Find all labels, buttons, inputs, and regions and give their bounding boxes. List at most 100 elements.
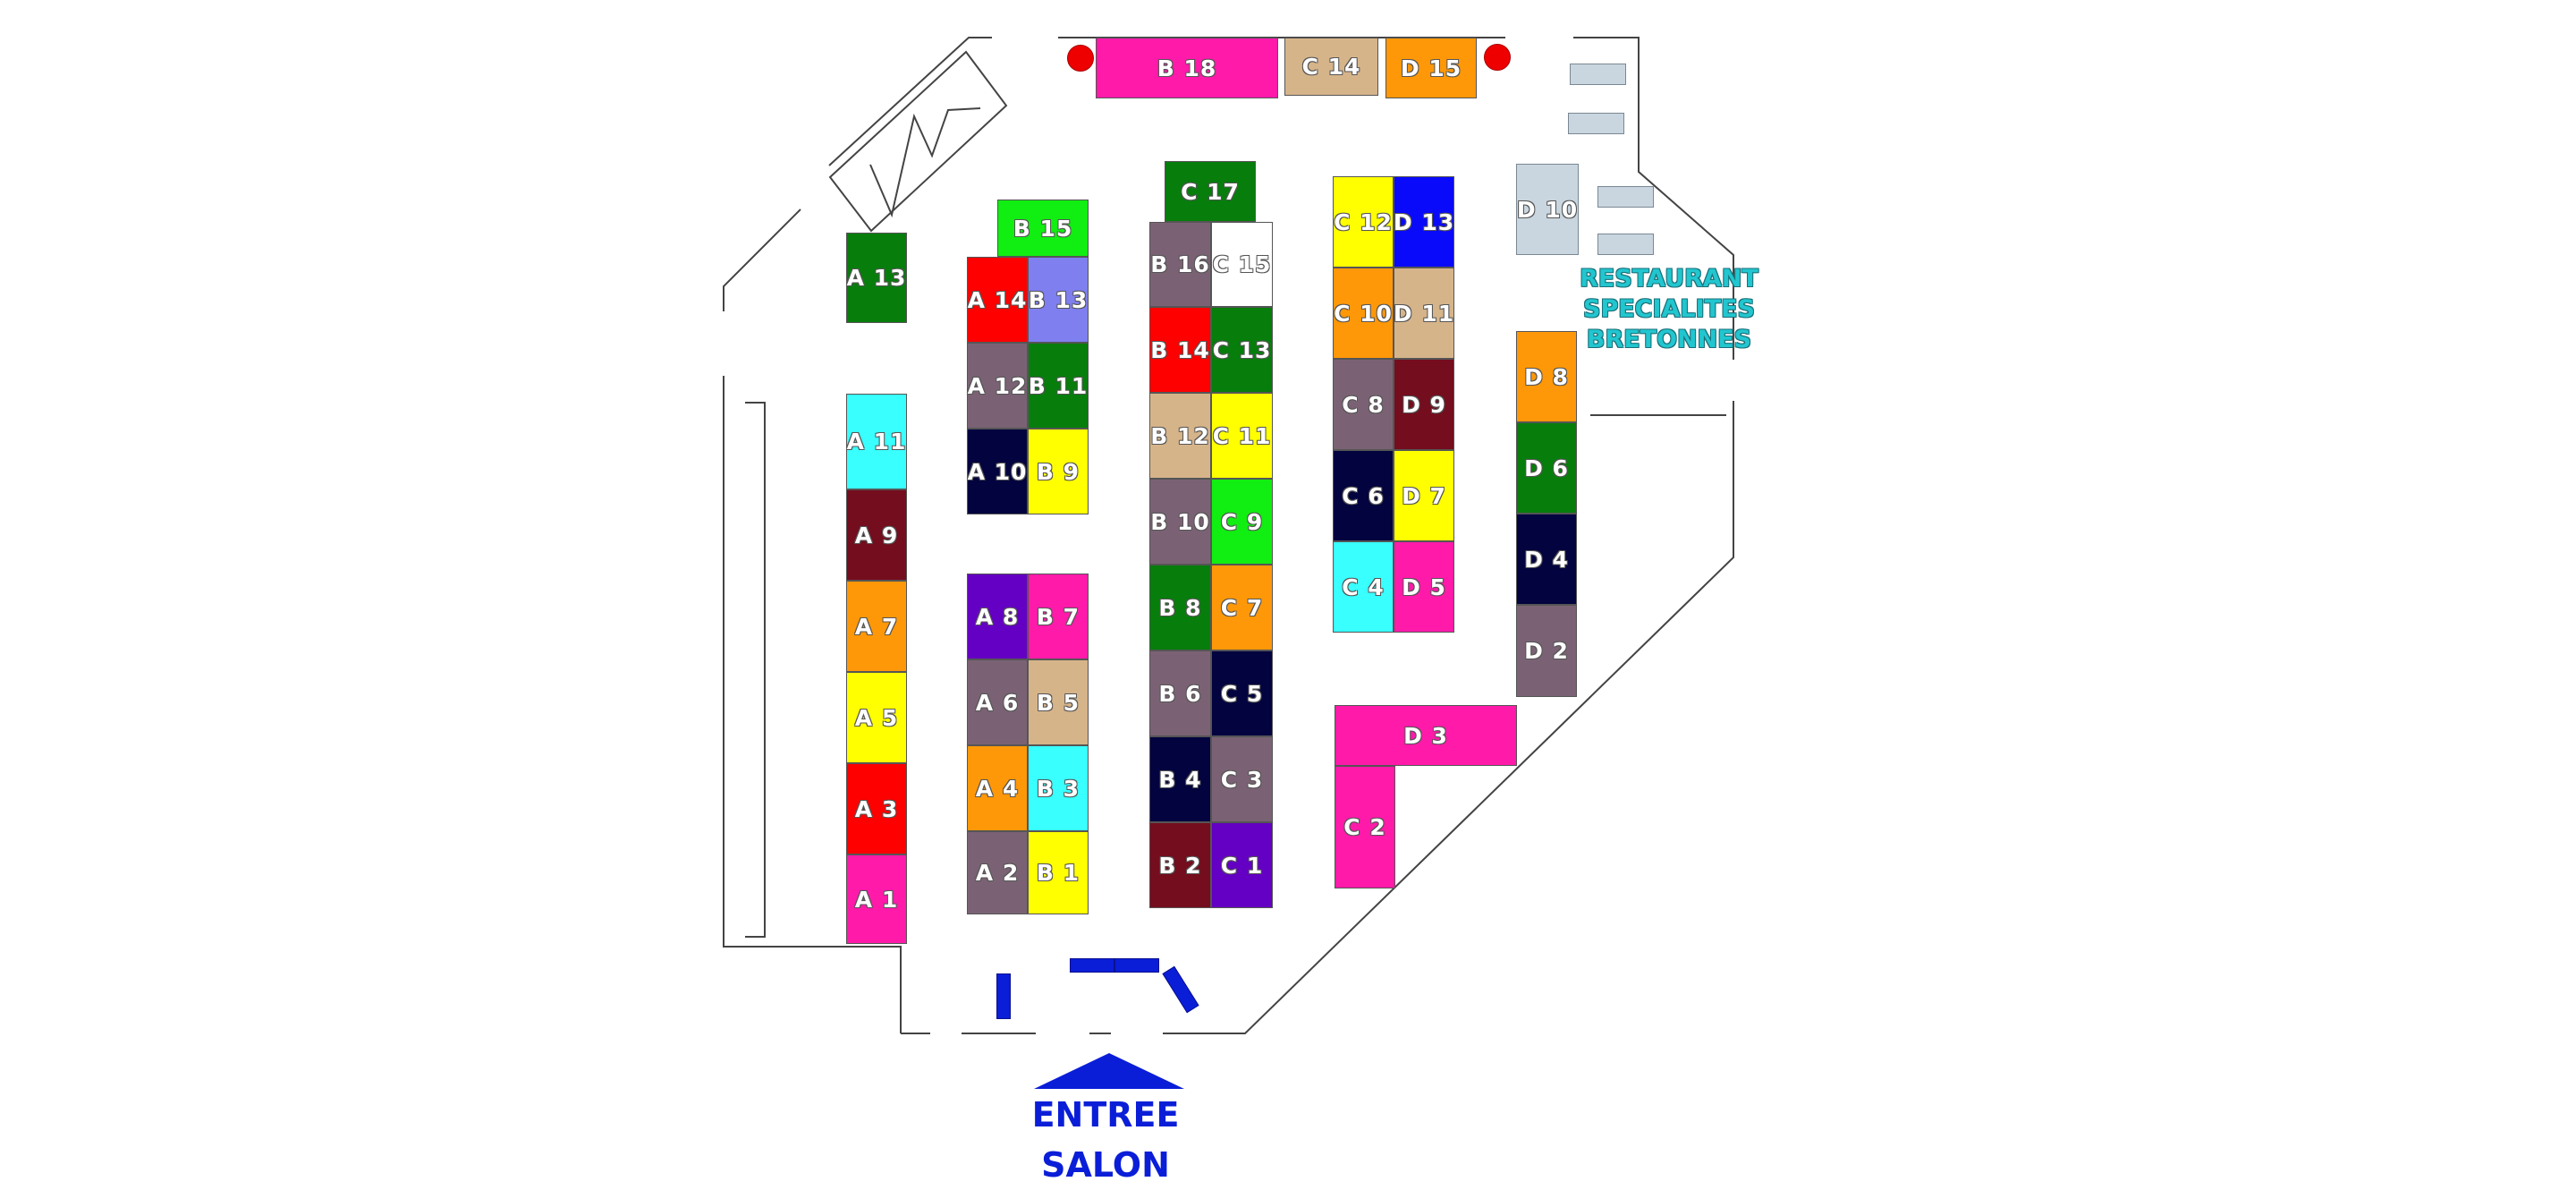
booth-c-5[interactable]: C 5: [1211, 650, 1273, 736]
booth-label: D 7: [1402, 482, 1446, 509]
booth-c-6[interactable]: C 6: [1333, 450, 1394, 541]
booth-label: C 14: [1301, 54, 1361, 80]
booth-d-6[interactable]: D 6: [1516, 422, 1577, 514]
booth-d-13[interactable]: D 13: [1394, 176, 1454, 268]
booth-label: B 6: [1158, 680, 1202, 707]
booth-b-1[interactable]: B 1: [1028, 831, 1089, 914]
booth-b-5[interactable]: B 5: [1028, 659, 1089, 745]
booth-label: B 3: [1036, 775, 1080, 802]
booth-b-14[interactable]: B 14: [1149, 307, 1211, 393]
booth-a-10[interactable]: A 10: [967, 429, 1028, 514]
booth-b-16[interactable]: B 16: [1149, 222, 1211, 307]
booth-a-5[interactable]: A 5: [846, 672, 907, 763]
booth-label: B 10: [1150, 508, 1210, 535]
booth-a-9[interactable]: A 9: [846, 489, 907, 581]
booth-d-11[interactable]: D 11: [1394, 268, 1454, 359]
booth-label: B 16: [1150, 251, 1210, 277]
booth-c-4[interactable]: C 4: [1333, 541, 1394, 633]
booth-d-7[interactable]: D 7: [1394, 450, 1454, 541]
booth-label: C 2: [1343, 814, 1386, 840]
restaurant-table: [1568, 113, 1624, 134]
booth-d-2[interactable]: D 2: [1516, 605, 1577, 697]
booth-label: A 8: [975, 603, 1020, 630]
booth-b-9[interactable]: B 9: [1028, 429, 1089, 514]
booth-c-12[interactable]: C 12: [1333, 176, 1394, 268]
booth-label: C 8: [1342, 391, 1385, 418]
booth-label: D 8: [1524, 363, 1569, 390]
booth-label: D 9: [1402, 391, 1446, 418]
booth-label: D 11: [1393, 300, 1455, 327]
booth-b-12[interactable]: B 12: [1149, 393, 1211, 479]
booth-c-8[interactable]: C 8: [1333, 359, 1394, 450]
booth-label: D 2: [1524, 638, 1569, 664]
booth-c-7[interactable]: C 7: [1211, 565, 1273, 650]
booth-c-10[interactable]: C 10: [1333, 268, 1394, 359]
booth-label: C 17: [1181, 178, 1240, 205]
booth-b-13[interactable]: B 13: [1028, 257, 1089, 343]
booth-d-4[interactable]: D 4: [1516, 514, 1577, 605]
booth-label: C 11: [1212, 422, 1272, 449]
booth-label: B 11: [1028, 372, 1089, 399]
booth-a-4[interactable]: A 4: [967, 745, 1028, 831]
booth-a-14[interactable]: A 14: [967, 257, 1028, 343]
booth-d-5[interactable]: D 5: [1394, 541, 1454, 633]
restaurant-label-line: RESTAURANT: [1580, 265, 1758, 293]
booth-label: D 3: [1403, 722, 1448, 749]
booth-c-14[interactable]: C 14: [1284, 38, 1378, 96]
booth-label: B 8: [1158, 594, 1202, 621]
booth-c-1[interactable]: C 1: [1211, 822, 1273, 908]
booth-label: A 6: [975, 689, 1020, 716]
entrance-barrier: [1070, 958, 1114, 973]
booth-b-4[interactable]: B 4: [1149, 736, 1211, 822]
booth-d-15[interactable]: D 15: [1385, 38, 1477, 98]
booth-b-18[interactable]: B 18: [1096, 38, 1278, 98]
booth-c-9[interactable]: C 9: [1211, 479, 1273, 565]
booth-d-9[interactable]: D 9: [1394, 359, 1454, 450]
booth-a-12[interactable]: A 12: [967, 343, 1028, 429]
booth-label: B 13: [1028, 286, 1089, 313]
booth-a-6[interactable]: A 6: [967, 659, 1028, 745]
booth-a-13[interactable]: A 13: [846, 233, 907, 323]
booth-b-11[interactable]: B 11: [1028, 343, 1089, 429]
booth-label: C 13: [1212, 336, 1272, 363]
booth-a-2[interactable]: A 2: [967, 831, 1028, 914]
fire-extinguisher-marker: [1067, 45, 1094, 72]
booth-c-2[interactable]: C 2: [1335, 766, 1395, 888]
booth-label: A 7: [854, 613, 899, 640]
booth-label: A 9: [854, 522, 899, 548]
booth-c-15[interactable]: C 15: [1211, 222, 1273, 307]
booth-label: A 11: [846, 429, 907, 455]
restaurant-label-line: BRETONNES: [1586, 326, 1752, 353]
booth-a-7[interactable]: A 7: [846, 581, 907, 672]
restaurant-label-line: SPECIALITES: [1583, 295, 1755, 323]
fire-extinguisher-marker: [1484, 44, 1511, 71]
booth-label: C 5: [1220, 680, 1264, 707]
booth-d-10[interactable]: D 10: [1516, 164, 1579, 255]
booth-a-8[interactable]: A 8: [967, 574, 1028, 659]
booth-a-3[interactable]: A 3: [846, 763, 907, 854]
booth-b-6[interactable]: B 6: [1149, 650, 1211, 736]
booth-label: D 13: [1393, 208, 1455, 235]
booth-label: D 5: [1402, 574, 1446, 600]
booth-label: C 9: [1220, 508, 1264, 535]
booth-c-17[interactable]: C 17: [1165, 161, 1256, 222]
booth-b-2[interactable]: B 2: [1149, 822, 1211, 908]
booth-label: B 18: [1157, 55, 1217, 81]
booth-b-3[interactable]: B 3: [1028, 745, 1089, 831]
booth-label: C 1: [1220, 852, 1264, 879]
booth-label: B 7: [1036, 603, 1080, 630]
booth-label: B 9: [1036, 458, 1080, 485]
booth-b-7[interactable]: B 7: [1028, 574, 1089, 659]
booth-b-10[interactable]: B 10: [1149, 479, 1211, 565]
booth-c-11[interactable]: C 11: [1211, 393, 1273, 479]
booth-d-8[interactable]: D 8: [1516, 331, 1577, 422]
booth-label: C 3: [1220, 766, 1264, 793]
restaurant-table: [1570, 64, 1626, 85]
booth-c-3[interactable]: C 3: [1211, 736, 1273, 822]
booth-a-11[interactable]: A 11: [846, 394, 907, 489]
booth-c-13[interactable]: C 13: [1211, 307, 1273, 393]
booth-d-3[interactable]: D 3: [1335, 705, 1517, 766]
booth-b-15[interactable]: B 15: [997, 200, 1089, 257]
booth-a-1[interactable]: A 1: [846, 854, 907, 944]
booth-b-8[interactable]: B 8: [1149, 565, 1211, 650]
